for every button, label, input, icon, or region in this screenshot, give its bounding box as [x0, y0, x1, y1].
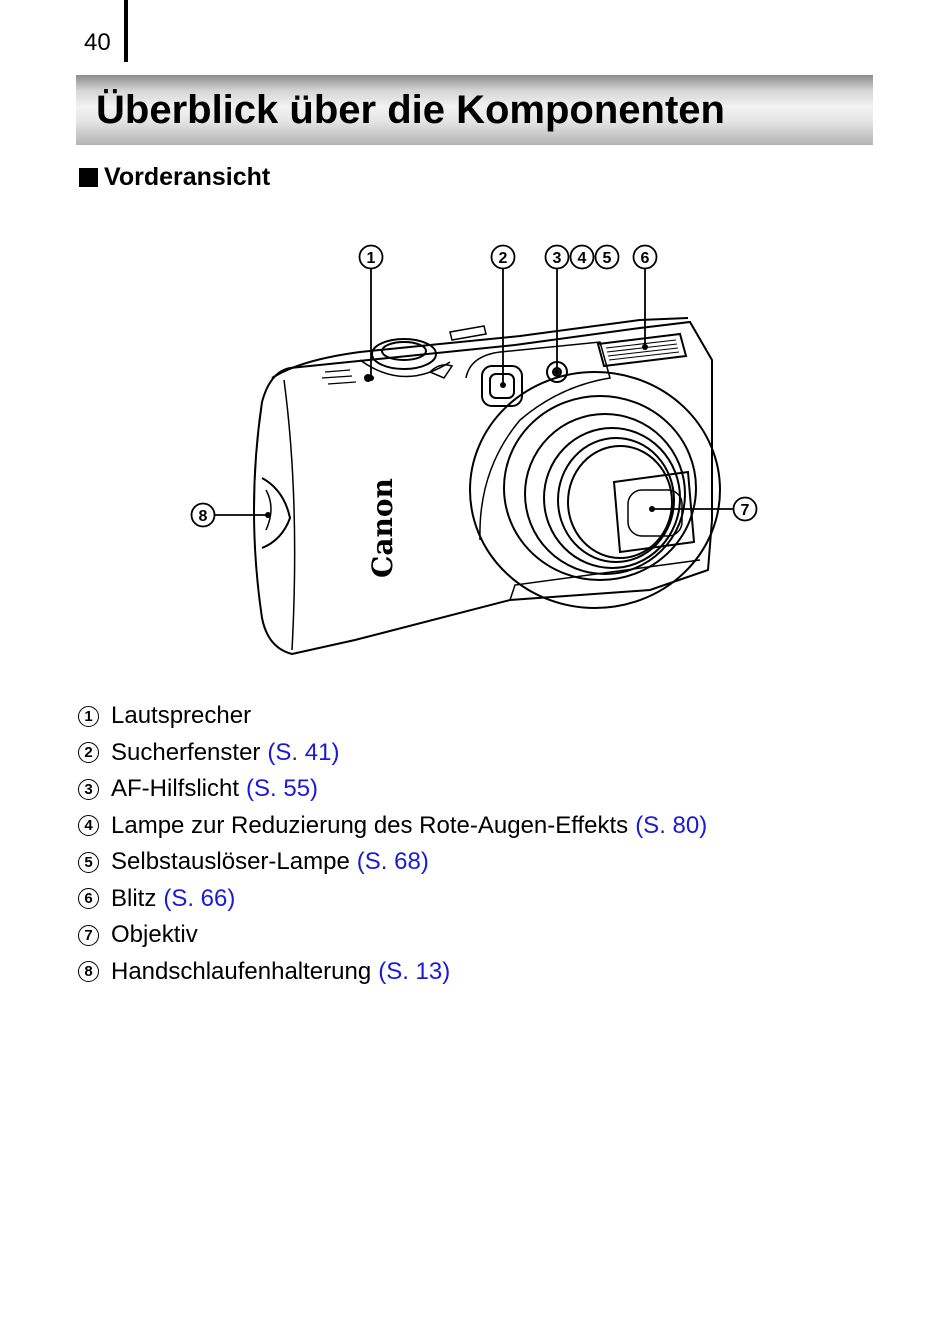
shutter-button	[371, 338, 437, 370]
item-number: 2	[78, 742, 99, 764]
page-ref-link[interactable]: (S. 80)	[635, 811, 708, 839]
page-ref-link[interactable]: (S. 66)	[163, 884, 236, 912]
strap-mount	[261, 477, 292, 549]
item-label: Lampe zur Reduzierung des Rote-Augen-Eff…	[111, 811, 629, 839]
item-number: 7	[78, 924, 99, 946]
page-number: 40	[84, 29, 111, 56]
callout-3: 3	[553, 250, 562, 267]
item-label: Sucherfenster	[111, 738, 261, 766]
list-item: 2 Sucherfenster (S. 41)	[78, 735, 707, 772]
section-title: Vorderansicht	[104, 163, 271, 191]
list-item: 4 Lampe zur Reduzierung des Rote-Augen-E…	[78, 808, 707, 845]
item-number: 1	[78, 705, 99, 727]
brand-logo: Canon	[366, 478, 399, 578]
item-number: 8	[78, 961, 99, 983]
camera-body	[253, 320, 713, 656]
bottom-edge	[509, 559, 701, 601]
camera-front-figure: Canon 1 2 3 4 5 6 7 8	[190, 244, 758, 656]
front-panel	[465, 341, 611, 541]
page-ref-link[interactable]: (S. 55)	[246, 775, 319, 803]
power-button	[449, 325, 487, 341]
lens-outer-ring	[469, 371, 721, 609]
zoom-lever	[359, 359, 451, 378]
flash-window	[596, 332, 688, 368]
item-number: 4	[78, 815, 99, 837]
list-item: 8 Handschlaufenhalterung (S. 13)	[78, 954, 707, 991]
page-ref-link[interactable]: (S. 13)	[378, 957, 451, 985]
item-label: AF-Hilfslicht	[111, 775, 240, 803]
title-bar: Überblick über die Komponenten	[76, 75, 873, 145]
item-number: 5	[78, 851, 99, 873]
page-rule	[124, 0, 128, 62]
item-number: 3	[78, 778, 99, 800]
square-bullet-icon	[79, 167, 98, 187]
page-ref-link[interactable]: (S. 68)	[356, 848, 429, 876]
callout-8: 8	[199, 508, 208, 525]
item-label: Objektiv	[111, 921, 198, 949]
callout-4: 4	[578, 250, 587, 267]
grip-curve	[283, 379, 296, 651]
item-label: Handschlaufenhalterung	[111, 957, 372, 985]
list-item: 6 Blitz (S. 66)	[78, 881, 707, 918]
item-label: Blitz	[111, 884, 157, 912]
list-item: 3 AF-Hilfslicht (S. 55)	[78, 771, 707, 808]
list-item: 1 Lautsprecher	[78, 698, 707, 735]
list-item: 5 Selbstauslöser-Lampe (S. 68)	[78, 844, 707, 881]
callout-7: 7	[741, 502, 750, 519]
item-label: Lautsprecher	[111, 702, 252, 730]
callout-5: 5	[603, 250, 612, 267]
callout-2: 2	[499, 250, 508, 267]
lens-window	[612, 470, 696, 554]
section-heading: Vorderansicht	[79, 162, 270, 192]
speaker-grille	[321, 369, 357, 385]
parts-list: 1 Lautsprecher 2 Sucherfenster (S. 41) 3…	[78, 698, 707, 990]
list-item: 7 Objektiv	[78, 917, 707, 954]
page-title: Überblick über die Komponenten	[96, 88, 725, 132]
callout-6: 6	[641, 250, 650, 267]
camera-top-edge	[271, 317, 689, 379]
item-number: 6	[78, 888, 99, 910]
item-label: Selbstauslöser-Lampe	[111, 848, 350, 876]
callout-1: 1	[367, 250, 376, 267]
page-ref-link[interactable]: (S. 41)	[267, 738, 340, 766]
viewfinder-window	[481, 365, 523, 407]
